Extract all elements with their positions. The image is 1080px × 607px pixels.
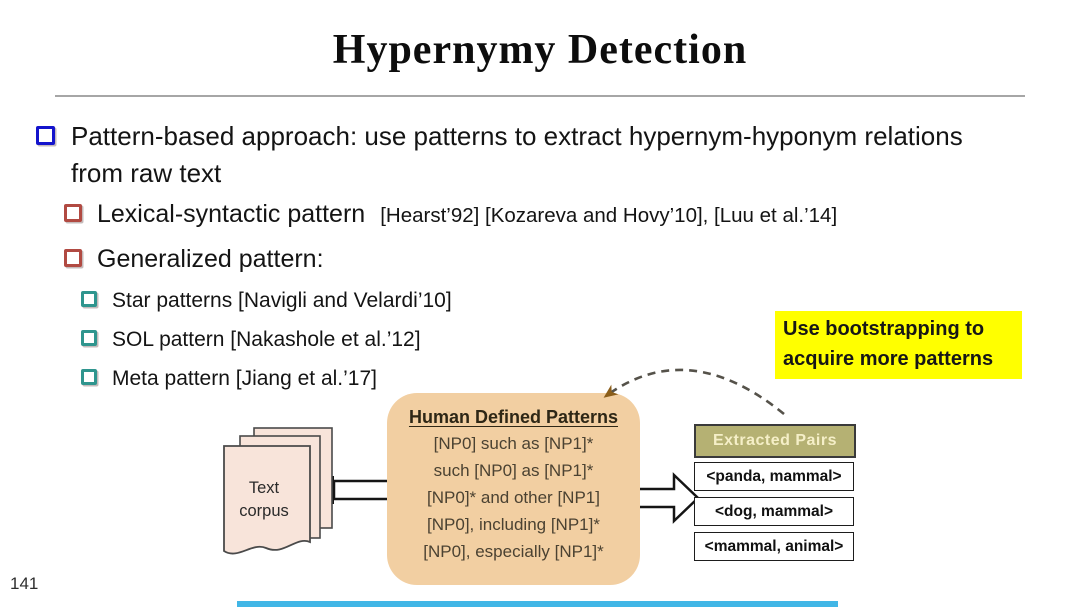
pattern-line: [NP0], including [NP1]*	[427, 515, 600, 534]
bullet-citations: [Hearst’92] [Kozareva and Hovy’10], [Luu…	[380, 204, 838, 227]
square-bullet-icon	[64, 249, 82, 267]
bullet-text: SOL pattern [Nakashole et al.’12]	[112, 328, 421, 351]
bullet-row-level3: Meta pattern [Jiang et al.’17]	[81, 367, 377, 391]
dashed-bootstrap-arrow	[603, 368, 785, 416]
bullet-row-level2: Lexical-syntactic pattern [Hearst’92] [K…	[64, 200, 837, 229]
title-divider	[55, 95, 1025, 97]
corpus-label: Text corpus	[239, 479, 289, 520]
extracted-pairs-header: Extracted Pairs	[694, 424, 856, 458]
bullet-text: Star patterns [Navigli and Velardi’10]	[112, 289, 452, 312]
patterns-box-title: Human Defined Patterns	[408, 407, 619, 427]
bullet-text: Generalized pattern:	[97, 245, 324, 273]
bullet-row-level3: Star patterns [Navigli and Velardi’10]	[81, 289, 452, 313]
pattern-line: [NP0], especially [NP1]*	[423, 542, 604, 561]
bullet-text: Lexical-syntactic pattern	[97, 200, 366, 228]
bullet-row-level3: SOL pattern [Nakashole et al.’12]	[81, 328, 421, 352]
square-bullet-icon	[81, 369, 97, 385]
slide-title: Hypernymy Detection	[332, 27, 748, 73]
square-bullet-icon	[64, 204, 82, 222]
table-row: <panda, mammal>	[694, 462, 854, 491]
table-row: <mammal, animal>	[694, 532, 854, 561]
pattern-line: such [NP0] as [NP1]*	[433, 461, 594, 480]
arrow-patterns-to-pairs	[634, 472, 700, 524]
bullet-text: Pattern-based approach: use patterns to …	[71, 121, 963, 188]
video-progress-bar[interactable]	[237, 601, 838, 607]
pattern-line: [NP0]* and other [NP1]	[427, 488, 600, 507]
bullet-text: Meta pattern [Jiang et al.’17]	[112, 367, 377, 390]
page-number: 141	[10, 574, 39, 593]
square-bullet-icon	[36, 126, 55, 145]
bullet-row-level2: Generalized pattern:	[64, 245, 324, 274]
text-corpus-icon	[223, 427, 333, 555]
table-row: <dog, mammal>	[694, 497, 854, 526]
bullet-row-level1: Pattern-based approach: use patterns to …	[36, 118, 976, 192]
pattern-line: [NP0] such as [NP1]*	[433, 434, 594, 453]
bootstrapping-callout: Use bootstrapping to acquire more patter…	[775, 311, 1022, 379]
patterns-box: Human Defined Patterns [NP0] such as [NP…	[387, 393, 640, 585]
square-bullet-icon	[81, 330, 97, 346]
square-bullet-icon	[81, 291, 97, 307]
